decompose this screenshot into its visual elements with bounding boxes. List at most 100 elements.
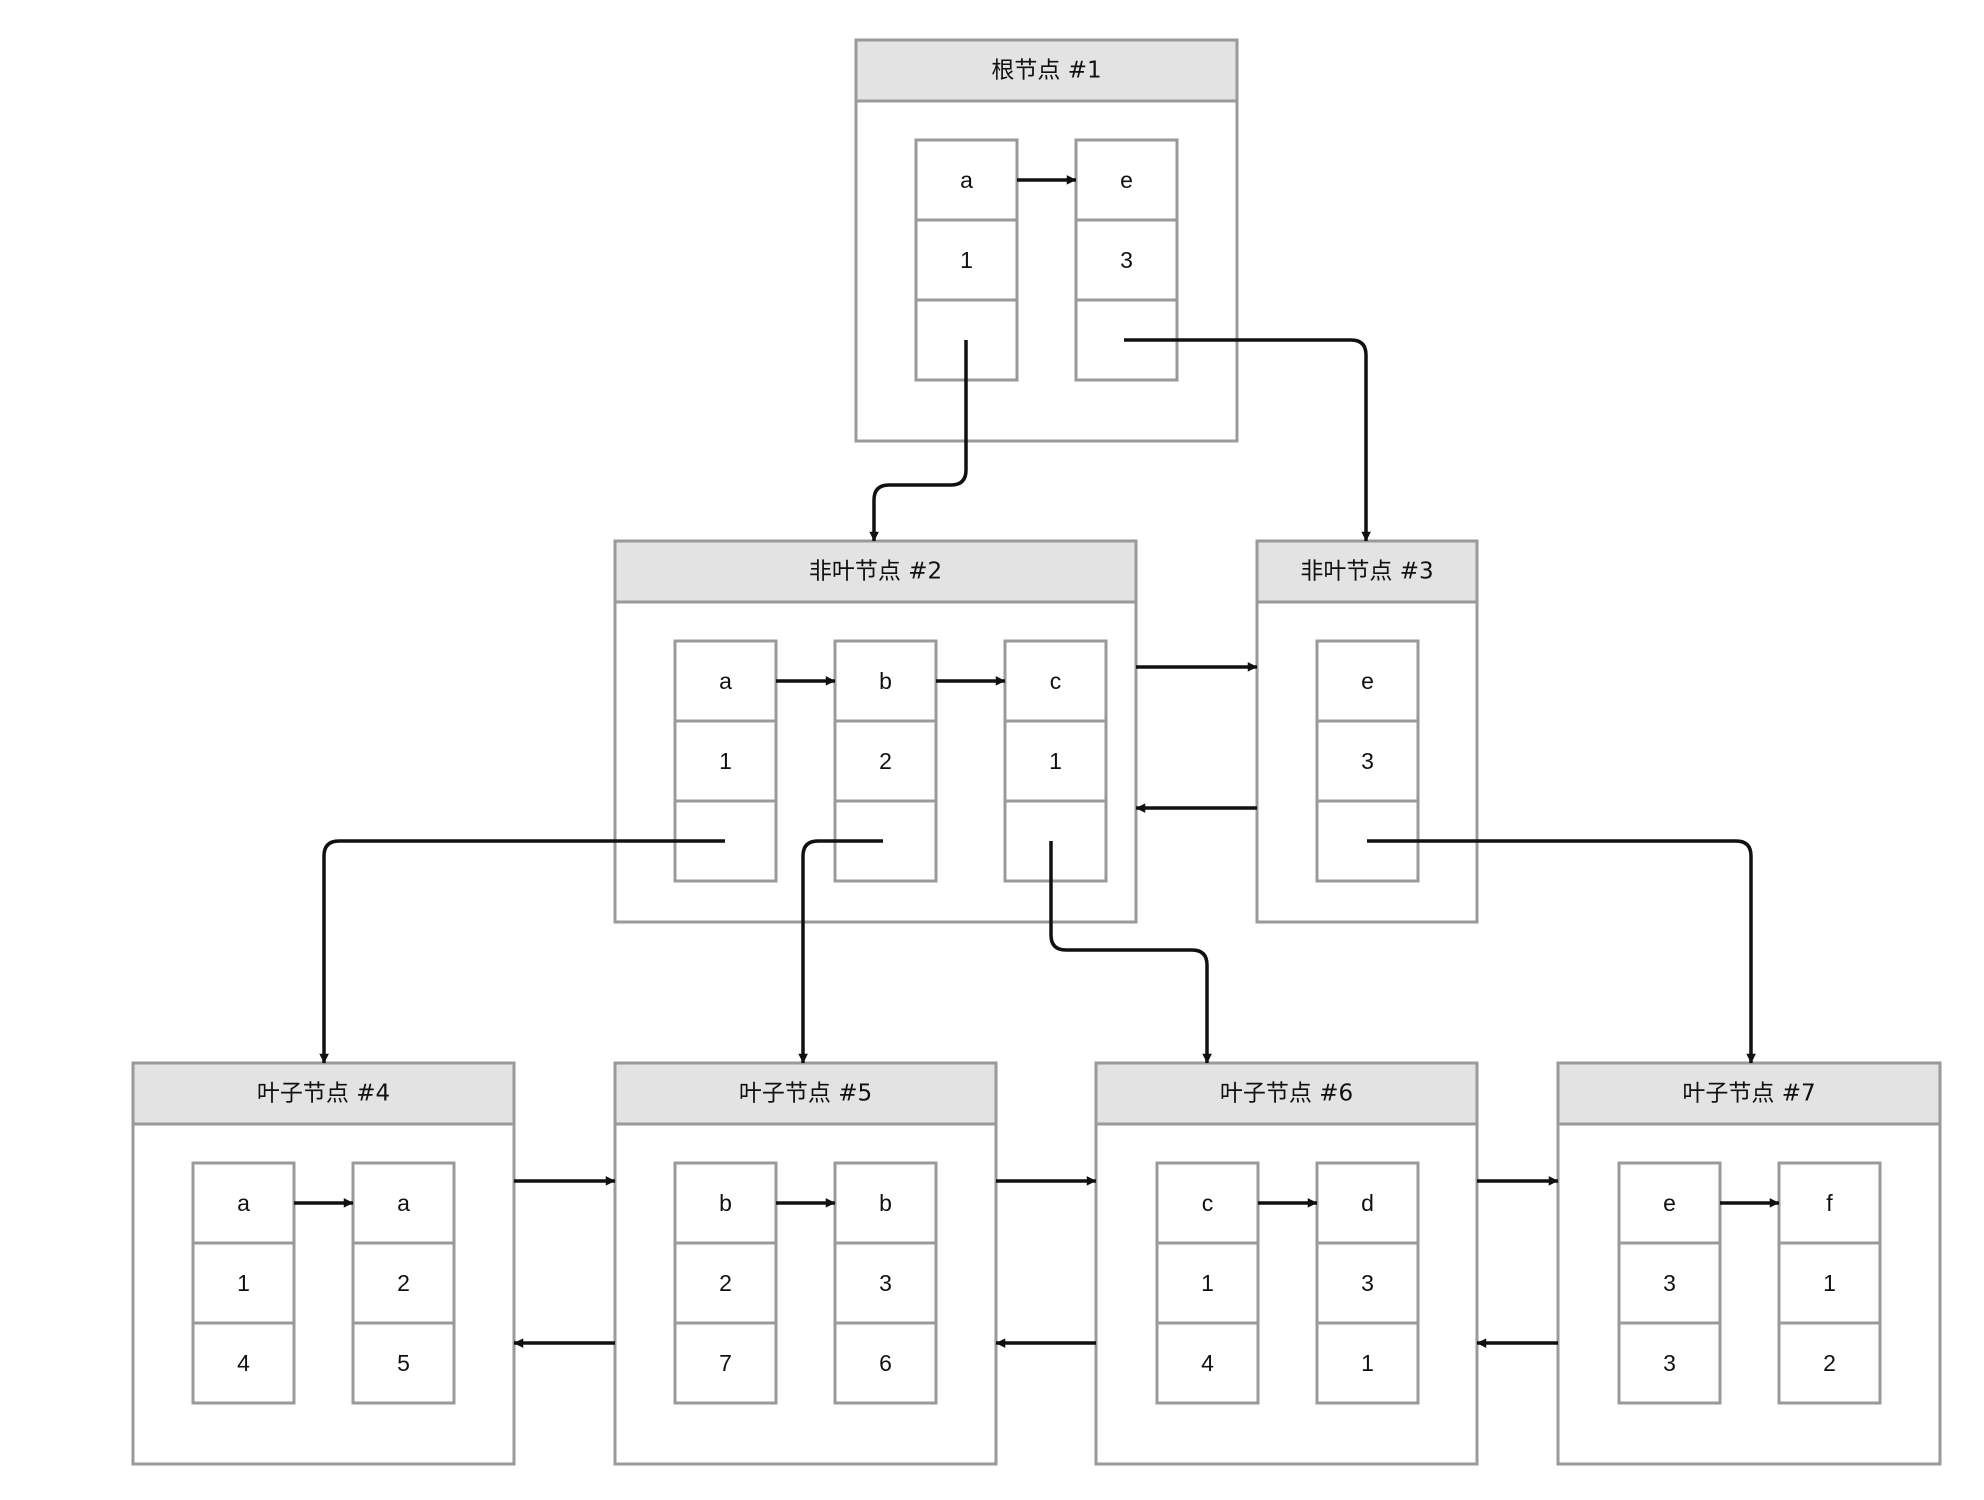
cell-value: d <box>1361 1190 1374 1216</box>
record-column: d 3 1 <box>1315 1161 1420 1405</box>
child-pointer-arrow <box>798 839 883 1064</box>
cell-value: 2 <box>879 748 892 774</box>
cell-value: 3 <box>1361 1270 1374 1296</box>
record-column: b36 <box>833 1161 938 1405</box>
key-cell <box>673 719 778 803</box>
pointer-cell <box>833 1321 938 1405</box>
record-column: e33 <box>1617 1161 1722 1405</box>
cell-value: e <box>1663 1190 1676 1216</box>
cell-value: 1 <box>1361 1350 1374 1376</box>
cell-value: 7 <box>719 1350 732 1376</box>
key-cell <box>673 1241 778 1325</box>
cell-value: 1 <box>1049 748 1062 774</box>
key-cell <box>1617 1241 1722 1325</box>
pointer-cell <box>673 1321 778 1405</box>
cell-value: b <box>719 1190 732 1216</box>
pointer-links-over <box>294 175 1780 1348</box>
tree-node-n3: 非叶节点 #3 e 3 <box>1255 539 1479 924</box>
pointer-cell <box>1315 1321 1420 1405</box>
record-column: a1 <box>673 639 778 883</box>
cell-value: a <box>397 1190 410 1216</box>
tree-node-n5: 叶子节点 #5 b 2 7 b36 <box>613 1061 998 1466</box>
tree-node-n4: 叶子节点 #4 a 1 4 a25 <box>131 1061 516 1466</box>
node-title: 非叶节点 #3 <box>1300 559 1433 585</box>
record-column: a25 <box>351 1161 456 1405</box>
cell-value: 5 <box>397 1350 410 1376</box>
pointer-cell <box>191 1321 296 1405</box>
node-header <box>131 1061 516 1126</box>
cell-value: b <box>879 668 892 694</box>
cell-value: 3 <box>1663 1350 1676 1376</box>
node-header <box>613 539 1138 604</box>
node-title: 叶子节点 #4 <box>257 1081 390 1107</box>
key-cell <box>673 639 778 723</box>
cell-value: e <box>1361 668 1374 694</box>
cell-value: 2 <box>1823 1350 1836 1376</box>
key-cell <box>351 1241 456 1325</box>
cell-value: 4 <box>237 1350 250 1376</box>
cell-value: 1 <box>719 748 732 774</box>
cell-value: 1 <box>1201 1270 1214 1296</box>
tree-node-n6: 叶子节点 #6 c 1 4 d 3 1 <box>1094 1061 1479 1466</box>
child-pointer-arrow <box>319 839 725 1064</box>
key-cell <box>1777 1161 1882 1245</box>
pointer-cell <box>1617 1321 1722 1405</box>
key-cell <box>1315 639 1420 723</box>
node-header <box>613 1061 998 1126</box>
cell-value: 1 <box>237 1270 250 1296</box>
node-header <box>1255 539 1479 604</box>
key-cell <box>673 1161 778 1245</box>
key-cell <box>351 1161 456 1245</box>
record-column: b 2 7 <box>673 1161 778 1405</box>
cell-value: c <box>1202 1190 1214 1216</box>
key-cell <box>191 1241 296 1325</box>
pointer-cell <box>1777 1321 1882 1405</box>
record-column: b2 <box>833 639 938 883</box>
record-column: c 1 4 <box>1155 1161 1260 1405</box>
cell-value: a <box>237 1190 250 1216</box>
cell-value: f <box>1826 1190 1833 1216</box>
node-header <box>854 38 1239 103</box>
cell-value: 1 <box>1823 1270 1836 1296</box>
pointer-cell <box>1155 1321 1260 1405</box>
child-pointer-arrow <box>1049 841 1212 1064</box>
key-cell <box>914 218 1019 302</box>
child-pointer-arrow <box>869 340 968 542</box>
cell-value: b <box>879 1190 892 1216</box>
key-cell <box>1777 1241 1882 1325</box>
key-cell <box>1315 719 1420 803</box>
cell-value: a <box>719 668 732 694</box>
pointer-cell <box>1003 799 1108 883</box>
cell-value: e <box>1120 167 1133 193</box>
cell-value: 3 <box>1361 748 1374 774</box>
record-column: a 1 4 <box>191 1161 296 1405</box>
cell-value: 2 <box>719 1270 732 1296</box>
child-pointer-arrow <box>1124 338 1371 542</box>
node-header <box>1094 1061 1479 1126</box>
node-header <box>1556 1061 1942 1126</box>
cell-value: c <box>1050 668 1062 694</box>
record-column: a1 <box>914 138 1019 382</box>
node-title: 叶子节点 #5 <box>739 1081 872 1107</box>
record-column: e3 <box>1074 138 1179 382</box>
node-title: 叶子节点 #7 <box>1682 1081 1815 1107</box>
node-title: 根节点 #1 <box>991 58 1101 84</box>
key-cell <box>1315 1161 1420 1245</box>
record-column: f 1 2 <box>1777 1161 1882 1405</box>
key-cell <box>833 1161 938 1245</box>
key-cell <box>1074 138 1179 222</box>
record-column: c1 <box>1003 639 1108 883</box>
cell-value: a <box>960 167 973 193</box>
cell-value: 6 <box>879 1350 892 1376</box>
node-title: 非叶节点 #2 <box>809 559 942 585</box>
child-pointer-arrow <box>1367 839 1756 1064</box>
cell-value: 1 <box>960 247 973 273</box>
node-title: 叶子节点 #6 <box>1220 1081 1353 1107</box>
cell-value: 3 <box>1120 247 1133 273</box>
cell-value: 4 <box>1201 1350 1214 1376</box>
pointer-cell <box>351 1321 456 1405</box>
